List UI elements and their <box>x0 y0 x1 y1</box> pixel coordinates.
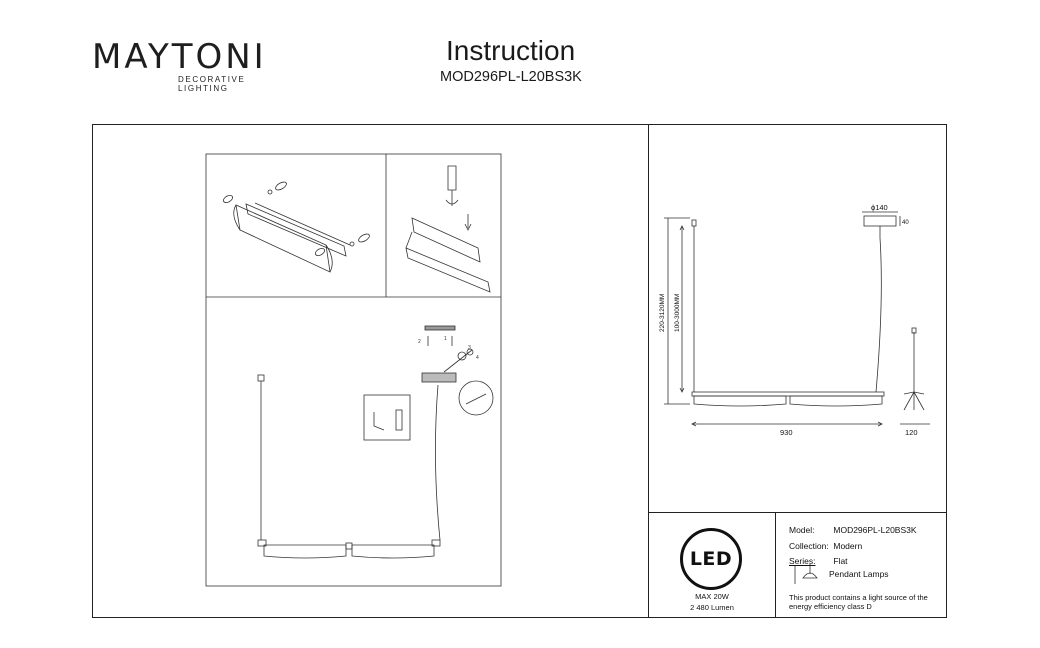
spec-value: Modern <box>833 541 863 551</box>
led-badge-text: LED <box>689 548 733 570</box>
spec-label: Model: <box>789 525 815 535</box>
dim-total-height: 220-3120MM <box>659 294 666 332</box>
divider-spec <box>775 512 776 618</box>
dim-depth: 120 <box>905 428 918 437</box>
step-screwdriver-illustration <box>405 165 491 293</box>
step-bracket-illustration <box>223 181 370 273</box>
spec-row-collection: Collection: Modern <box>789 541 862 551</box>
energy-lumen: 2 480 Lumen <box>690 603 734 612</box>
step-number: 3 <box>468 345 471 351</box>
brand-name: MAYTONI <box>92 37 267 77</box>
spec-row-series: Series: Flat <box>789 556 848 566</box>
spec-row-model: Model: MOD296PL-L20BS3K <box>789 525 917 535</box>
spec-value: Pendant Lamps <box>829 569 889 579</box>
pendant-lamp-icon <box>794 564 818 584</box>
energy-note: This product contains a light source of … <box>789 593 928 611</box>
spec-table: Model: MOD296PL-L20BS3K Collection: Mode… <box>789 513 944 618</box>
spec-value: Flat <box>833 556 848 566</box>
spec-value: MOD296PL-L20BS3K <box>833 525 917 535</box>
brand-logo: MAYTONI DECORATIVE LIGHTING <box>92 38 282 93</box>
dim-width: 930 <box>780 428 793 437</box>
energy-label: LED MAX 20W 2 480 Lumen <box>649 513 775 618</box>
led-badge: LED <box>680 528 742 590</box>
elevation-drawing <box>664 211 930 427</box>
energy-power: MAX 20W <box>695 592 729 601</box>
spec-label: Collection: <box>789 541 829 551</box>
pendant-assembly-illustration <box>257 325 494 559</box>
spec-label: Series: <box>789 556 816 566</box>
instruction-sheet <box>92 124 947 618</box>
dim-canopy-diameter: ϕ140 <box>871 203 888 212</box>
step-number: 1 <box>444 336 447 342</box>
dim-canopy-height: 40 <box>902 220 909 226</box>
spec-row-type: Pendant Lamps <box>829 569 889 579</box>
dim-cable-length: 100-3000MM <box>674 294 681 332</box>
page-title: Instruction <box>446 35 576 66</box>
model-heading: MOD296PL-L20BS3K <box>440 69 582 85</box>
divider-vertical <box>648 124 649 618</box>
divider-horizontal <box>648 512 947 513</box>
brand-tagline: DECORATIVE LIGHTING <box>178 75 246 93</box>
assembly-frame <box>205 153 502 587</box>
step-number: 2 <box>418 339 421 345</box>
step-number: 4 <box>476 355 479 361</box>
